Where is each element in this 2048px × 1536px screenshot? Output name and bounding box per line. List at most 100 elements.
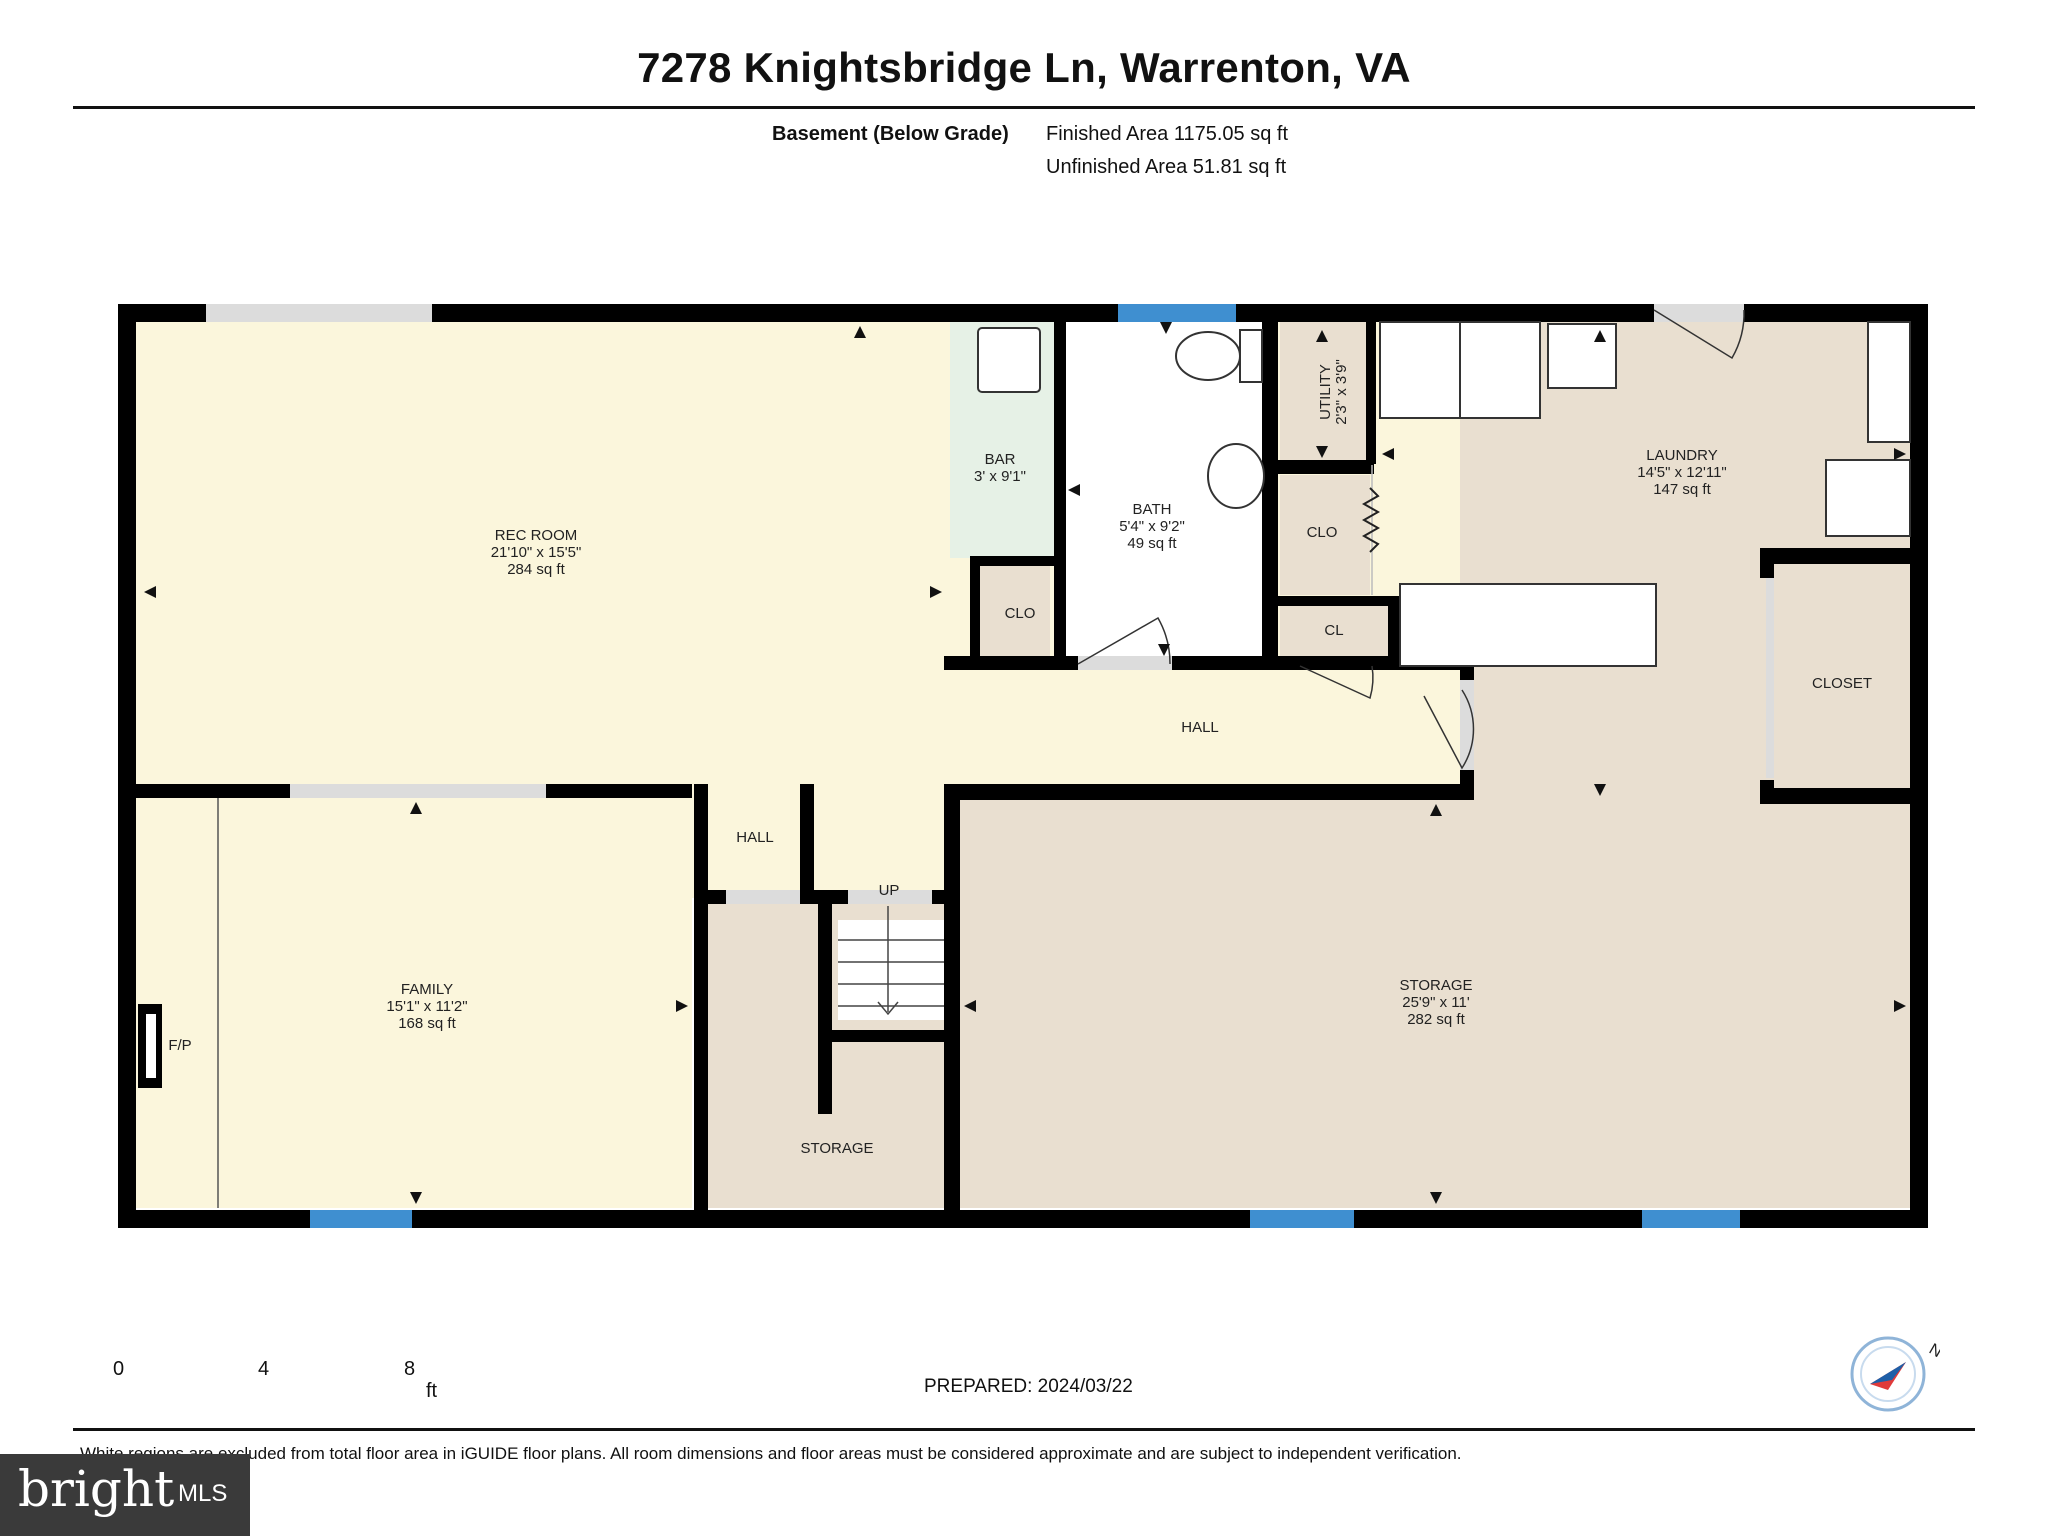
brand-logo-text: bright [18, 1460, 175, 1518]
door-laundry-exterior [1654, 304, 1744, 322]
compass-north: N [1926, 1341, 1940, 1362]
rec-room-dims: 21'10" x 15'5" [491, 544, 582, 561]
wall-storage-left [944, 784, 960, 1216]
hall-small-label: HALL [736, 829, 774, 846]
plan-title: 7278 Knightsbridge Ln, Warrenton, VA [637, 44, 1411, 91]
door-swings [1077, 309, 1745, 770]
wall-left [118, 304, 136, 1228]
wall-closet-top [1760, 548, 1928, 564]
cl-floor [1280, 605, 1390, 660]
water-heater [1825, 459, 1911, 537]
storage-small-label: STORAGE [800, 1140, 873, 1157]
unfinished-area: Unfinished Area 51.81 sq ft [1046, 156, 1287, 178]
bath-dims: 5'4" x 9'2" [1119, 518, 1185, 535]
wall-cl-right [1388, 596, 1400, 666]
opening-bath [1078, 656, 1172, 670]
scale-tick-0: 0 [113, 1358, 125, 1380]
laundry-name: LAUNDRY [1646, 447, 1717, 464]
brand-logo: bright MLS [0, 1454, 250, 1536]
wall-utility-right [1366, 318, 1376, 464]
wall-hall-divider [800, 784, 814, 894]
washer [1379, 321, 1461, 419]
room-fills [130, 318, 1910, 1208]
hall-main-label: HALL [1181, 719, 1219, 736]
clo-utility-label: CLO [1307, 524, 1338, 541]
scale-tick-4: 4 [258, 1358, 270, 1380]
family-dims: 15'1" x 11'2" [386, 998, 467, 1015]
wall-stair-bottom [832, 1030, 944, 1042]
family-name: FAMILY [401, 981, 453, 998]
wall-bath-right [1262, 318, 1278, 668]
scale-unit: ft [426, 1380, 438, 1402]
footer-rule [73, 1428, 1975, 1431]
openings [206, 304, 1774, 904]
door-laundry-hall [1460, 680, 1474, 770]
storage-dims: 25'9" x 11' [1402, 994, 1470, 1011]
door-swing-exterior [1653, 309, 1745, 360]
door-swing-hall [1423, 689, 1475, 770]
laundry-sink [1547, 323, 1617, 389]
wall-closet-left-top [1760, 548, 1774, 578]
utility-floor [1280, 318, 1370, 463]
stairs-up-label: UP [879, 882, 900, 899]
sliding-door-rec [206, 304, 432, 322]
opening-family [290, 784, 546, 798]
bath-area: 49 sq ft [1127, 535, 1177, 552]
toilet-bowl [1175, 331, 1241, 381]
rec-room-area: 284 sq ft [507, 561, 565, 578]
toilet-tank [1239, 329, 1263, 383]
storage-area: 282 sq ft [1407, 1011, 1465, 1028]
wall-storage-top [944, 784, 1474, 800]
bar-sink [977, 327, 1041, 393]
bath-name: BATH [1133, 501, 1172, 518]
window-family [310, 1210, 412, 1228]
window-storage-left [1250, 1210, 1354, 1228]
wall-family-right [694, 784, 708, 1216]
door-swing-cl [1299, 665, 1374, 700]
door-swing-bath [1077, 616, 1171, 665]
stair-treads [838, 906, 944, 1016]
utility-dims: 2'3" x 3'9" [1333, 359, 1350, 425]
title-rule [73, 106, 1975, 109]
fireplace-label: F/P [168, 1037, 191, 1054]
fireplace-opening [146, 1014, 156, 1078]
wall-clo-top [970, 556, 1066, 566]
bar-name: BAR [985, 451, 1016, 468]
family-area: 168 sq ft [398, 1015, 456, 1032]
compass-icon: N [1850, 1332, 1945, 1421]
wall-top [118, 304, 1928, 322]
laundry-shelf [1867, 321, 1911, 443]
wall-utility-bottom [1276, 460, 1374, 474]
bath-sink [1207, 443, 1265, 509]
clo-bar-floor [980, 565, 1050, 660]
wall-closet-left-bottom [1760, 780, 1774, 804]
finished-area: Finished Area 1175.05 sq ft [1046, 123, 1289, 145]
door-closet [1766, 578, 1774, 778]
opening-stair [848, 890, 932, 904]
fixtures [138, 321, 1911, 1208]
closet-label: CLOSET [1812, 675, 1872, 692]
scale-tick-8: 8 [404, 1358, 416, 1380]
opening-storage [726, 890, 800, 904]
storage-floor [950, 798, 1910, 1208]
rec-room-name: REC ROOM [495, 527, 578, 544]
wall-stair-left [818, 890, 832, 1114]
laundry-counter [1399, 583, 1657, 667]
dryer [1459, 321, 1541, 419]
laundry-area: 147 sq ft [1653, 481, 1711, 498]
closet-floor [1770, 560, 1910, 800]
wall-cl-top [1276, 596, 1388, 606]
clo-utility-floor [1280, 475, 1370, 595]
cl-label: CL [1324, 622, 1343, 639]
prepared-date: PREPARED: 2024/03/22 [924, 1376, 1133, 1397]
window-bath [1118, 304, 1236, 322]
disclaimer: White regions are excluded from total fl… [80, 1444, 1462, 1463]
level-label: Basement (Below Grade) [772, 123, 1009, 145]
dimension-arrows [144, 322, 1906, 1204]
wall-hall-top [944, 656, 1464, 670]
clo-bar-label: CLO [1005, 605, 1036, 622]
utility-name: UTILITY [1317, 364, 1334, 420]
wall-right [1910, 304, 1928, 1228]
brand-logo-mls: MLS [178, 1480, 228, 1507]
wall-clo-left [970, 556, 980, 666]
